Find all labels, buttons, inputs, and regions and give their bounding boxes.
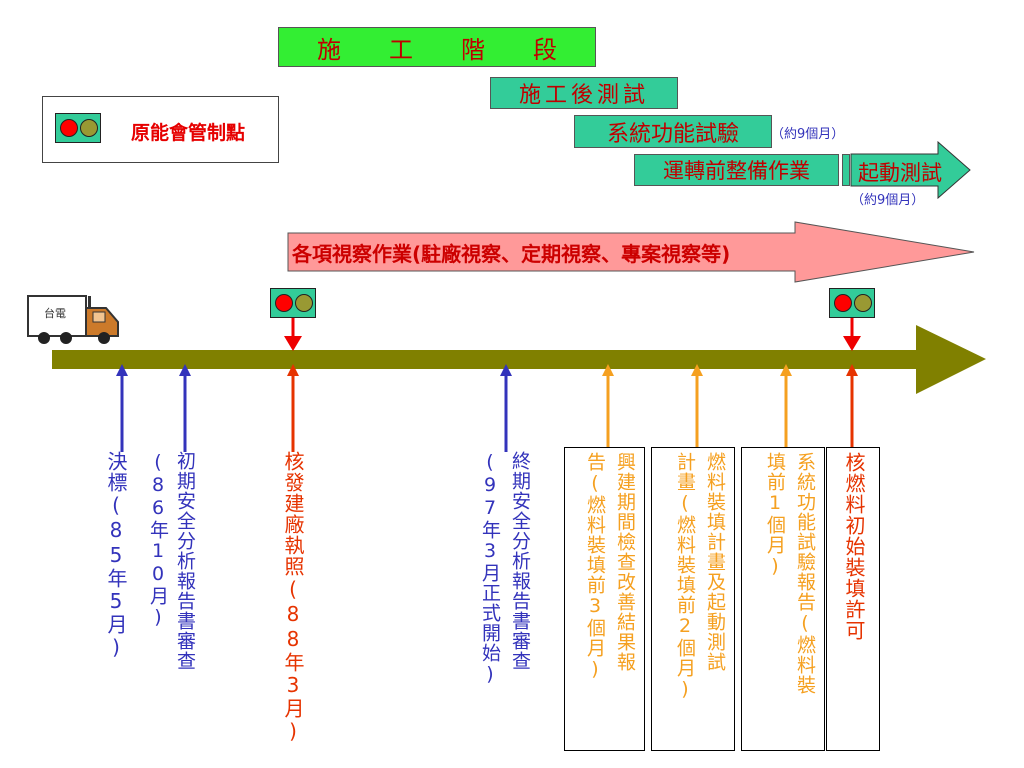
legend-label: 原能會管制點 — [131, 122, 246, 144]
milestone-arrows — [116, 364, 858, 452]
control-point-fuel-load-icon — [829, 288, 875, 318]
inspection-report-text-2: 告(燃料裝填前3個月) — [584, 452, 606, 681]
milestone-construction-permit: 核發建廠執照(88年3月) — [281, 451, 305, 744]
truck-logo-text: 台電 — [44, 307, 66, 320]
milestone-award: 決標(85年5月) — [104, 451, 128, 660]
timeline-arrow — [52, 325, 986, 394]
control-point-lights-icon — [55, 113, 101, 143]
truck-icon — [27, 295, 119, 344]
milestone-fsar-date: (97年3月正式開始) — [479, 451, 501, 686]
inspections-label: 各項視察作業(駐廠視察、定期視察、專案視察等) — [292, 242, 731, 266]
down-arrow-fuel-load-icon — [843, 318, 861, 351]
milestone-psar-date: (86年10月) — [147, 451, 169, 629]
inspection-report-text-1: 興建期間檢查改善結果報 — [614, 452, 636, 672]
post-construction-test-bar: 施工後測試 — [490, 77, 678, 109]
bar-separator — [842, 154, 850, 186]
system-test-report-text-1: 系統功能試驗報告(燃料裝 — [794, 452, 816, 695]
startup-test-arrow — [850, 141, 971, 199]
milestone-system-test-report-box: 系統功能試驗報告(燃料裝 填前1個月) — [741, 447, 825, 751]
pre-operation-prep-bar: 運轉前整備作業 — [634, 154, 839, 186]
startup-duration: （約9個月） — [851, 193, 925, 208]
system-function-test-bar: 系統功能試驗 — [574, 115, 772, 148]
milestone-fuel-plan-box: 燃料裝填計畫及起動測試 計畫(燃料裝填前2個月) — [651, 447, 735, 751]
milestone-inspection-report-box: 興建期間檢查改善結果報 告(燃料裝填前3個月) — [564, 447, 645, 751]
construction-phase-bar: 施 工 階 段 — [278, 27, 596, 67]
fuel-plan-text-1: 燃料裝填計畫及起動測試 — [704, 452, 726, 672]
inspections-arrow — [287, 221, 975, 283]
control-point-permit-icon — [270, 288, 316, 318]
system-test-report-text-2: 填前1個月) — [764, 452, 786, 578]
down-arrow-permit-icon — [284, 318, 302, 351]
fuel-plan-text-2: 計畫(燃料裝填前2個月) — [674, 452, 696, 701]
milestone-fuel-load-permit-box: 核燃料初始裝填許可 — [826, 447, 880, 751]
legend-box: 原能會管制點 — [42, 96, 279, 163]
fuel-load-permit-text: 核燃料初始裝填許可 — [842, 452, 866, 641]
system-function-duration: （約9個月） — [771, 127, 845, 142]
milestone-psar-title: 初期安全分析報告書審查 — [174, 451, 196, 671]
milestone-fsar-title: 終期安全分析報告書審查 — [509, 451, 531, 671]
startup-test-label: 起動測試 — [858, 161, 942, 185]
